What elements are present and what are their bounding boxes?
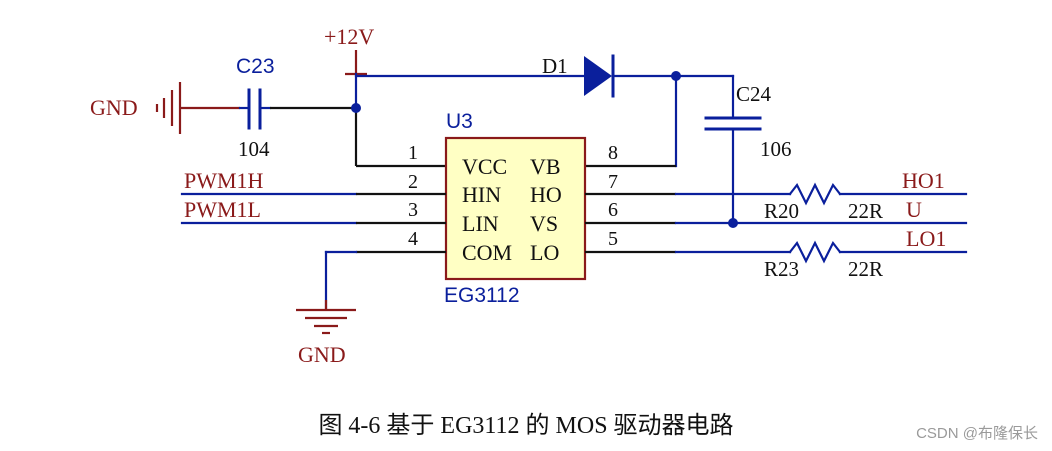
- pin-num-8: 8: [608, 142, 618, 164]
- input-pwm1l: PWM1L: [180, 197, 446, 225]
- d1-ref: D1: [542, 54, 568, 78]
- pin-num-4: 4: [408, 228, 418, 250]
- pwm1l-label: PWM1L: [184, 197, 261, 222]
- output-ho: HO1 R20 22R: [585, 168, 968, 223]
- r20-ref: R20: [764, 199, 799, 223]
- pin-name-com: COM: [462, 240, 512, 265]
- pin-name-lin: LIN: [462, 211, 499, 236]
- pin-name-vb: VB: [530, 154, 561, 179]
- diode-triangle: [584, 56, 612, 96]
- pin-num-7: 7: [608, 171, 618, 193]
- capacitor-c24: C24 106: [674, 74, 792, 225]
- c23-value: 104: [238, 137, 270, 161]
- figure-caption: 图 4-6 基于 EG3112 的 MOS 驱动器电路: [318, 413, 734, 439]
- diode-d1: D1: [354, 54, 678, 98]
- resistor-r20: [788, 182, 842, 206]
- pin-name-ho: HO: [530, 182, 562, 207]
- pin-num-5: 5: [608, 228, 618, 250]
- pwm1h-label: PWM1H: [184, 168, 264, 193]
- gnd-symbol-top: GND: [90, 82, 240, 134]
- output-lo: LO1 R23 22R: [585, 226, 968, 281]
- ho1-label: HO1: [902, 168, 945, 193]
- pin-name-vs: VS: [530, 211, 558, 236]
- output-u: U: [585, 197, 968, 225]
- pin-num-3: 3: [408, 199, 418, 221]
- supply-label: +12V: [324, 24, 374, 49]
- supply-12v: +12V: [324, 24, 374, 76]
- pin-num-2: 2: [408, 171, 418, 193]
- capacitor-c23: C23 104: [236, 55, 275, 161]
- c24-value: 106: [760, 137, 792, 161]
- gnd-label-bottom: GND: [298, 342, 346, 367]
- gnd-symbol-bottom: GND: [296, 300, 356, 367]
- lo1-label: LO1: [906, 226, 946, 251]
- input-pwm1h: PWM1H: [180, 168, 446, 196]
- junction-c23: [351, 103, 361, 113]
- c23-ref: C23: [236, 55, 275, 78]
- r23-value: 22R: [848, 257, 883, 281]
- r23-ref: R23: [764, 257, 799, 281]
- u3-part: EG3112: [444, 284, 520, 307]
- c24-ref: C24: [736, 82, 772, 106]
- pin-name-vcc: VCC: [462, 154, 507, 179]
- u-label: U: [906, 197, 922, 222]
- pin-name-lo: LO: [530, 240, 559, 265]
- chip-u3: U3 EG3112 VCC HIN LIN COM VB HO VS LO 1 …: [408, 110, 618, 307]
- pin-name-hin: HIN: [462, 182, 501, 207]
- pin-num-1: 1: [408, 142, 418, 164]
- u3-ref: U3: [446, 110, 473, 133]
- pin-num-6: 6: [608, 199, 618, 221]
- chip-body: [444, 136, 587, 281]
- watermark: CSDN @布隆保长: [916, 425, 1038, 442]
- resistor-r23: [788, 240, 842, 264]
- gnd-label-top: GND: [90, 95, 138, 120]
- r20-value: 22R: [848, 199, 883, 223]
